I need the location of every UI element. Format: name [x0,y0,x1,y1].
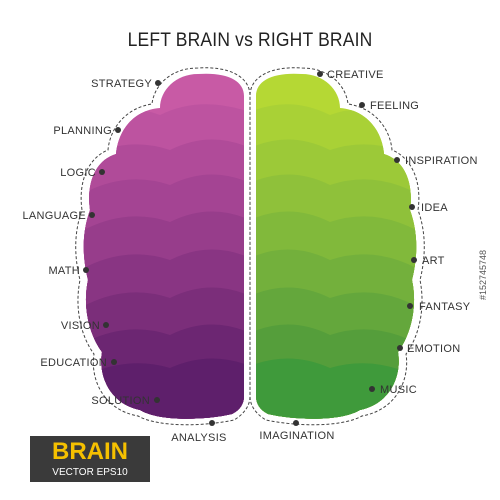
left-labels: STRATEGY PLANNING LOGIC LANGUAGE MATH VI… [22,78,226,444]
label-music: MUSIC [380,384,417,396]
label-dot [317,71,323,77]
label-dot [154,397,160,403]
label-dot [115,127,121,133]
label-art: ART [422,255,445,267]
label-solution: SOLUTION [91,395,150,407]
label-inspiration: INSPIRATION [405,155,478,167]
label-dot [89,212,95,218]
label-dot [359,102,365,108]
label-dot [99,169,105,175]
label-dot [394,157,400,163]
left-dashed-outline [75,67,251,426]
label-dot [409,204,415,210]
label-fantasy: FANTASY [419,301,471,313]
label-idea: IDEA [421,202,448,214]
label-emotion: EMOTION [407,343,460,355]
badge-subtitle: VECTOR EPS10 [52,467,128,478]
brain-badge: BRAIN VECTOR EPS10 [30,436,150,482]
label-dot [111,359,117,365]
diagram-title: LEFT BRAIN vs RIGHT BRAIN [127,30,373,51]
label-education: EDUCATION [40,357,107,369]
label-feeling: FEELING [370,100,419,112]
label-math: MATH [48,265,80,277]
left-hemisphere [83,73,245,419]
label-vision: VISION [61,320,100,332]
stock-id: #152745748 [478,249,488,300]
label-dot [407,303,413,309]
right-labels: CREATIVE FEELING INSPIRATION IDEA ART FA… [259,69,477,442]
label-creative: CREATIVE [327,69,384,81]
label-language: LANGUAGE [22,210,86,222]
label-strategy: STRATEGY [91,78,152,90]
right-dashed-outline [249,67,425,426]
label-dot [155,80,161,86]
label-planning: PLANNING [53,125,112,137]
label-dot [369,386,375,392]
right-hemisphere [256,73,417,419]
label-dot [411,257,417,263]
badge-title: BRAIN [52,438,128,465]
label-imagination: IMAGINATION [259,430,334,442]
label-logic: LOGIC [60,167,96,179]
label-dot [209,420,215,426]
label-dot [293,420,299,426]
label-dot [397,345,403,351]
label-dot [103,322,109,328]
label-dot [83,267,89,273]
label-analysis: ANALYSIS [171,432,226,444]
